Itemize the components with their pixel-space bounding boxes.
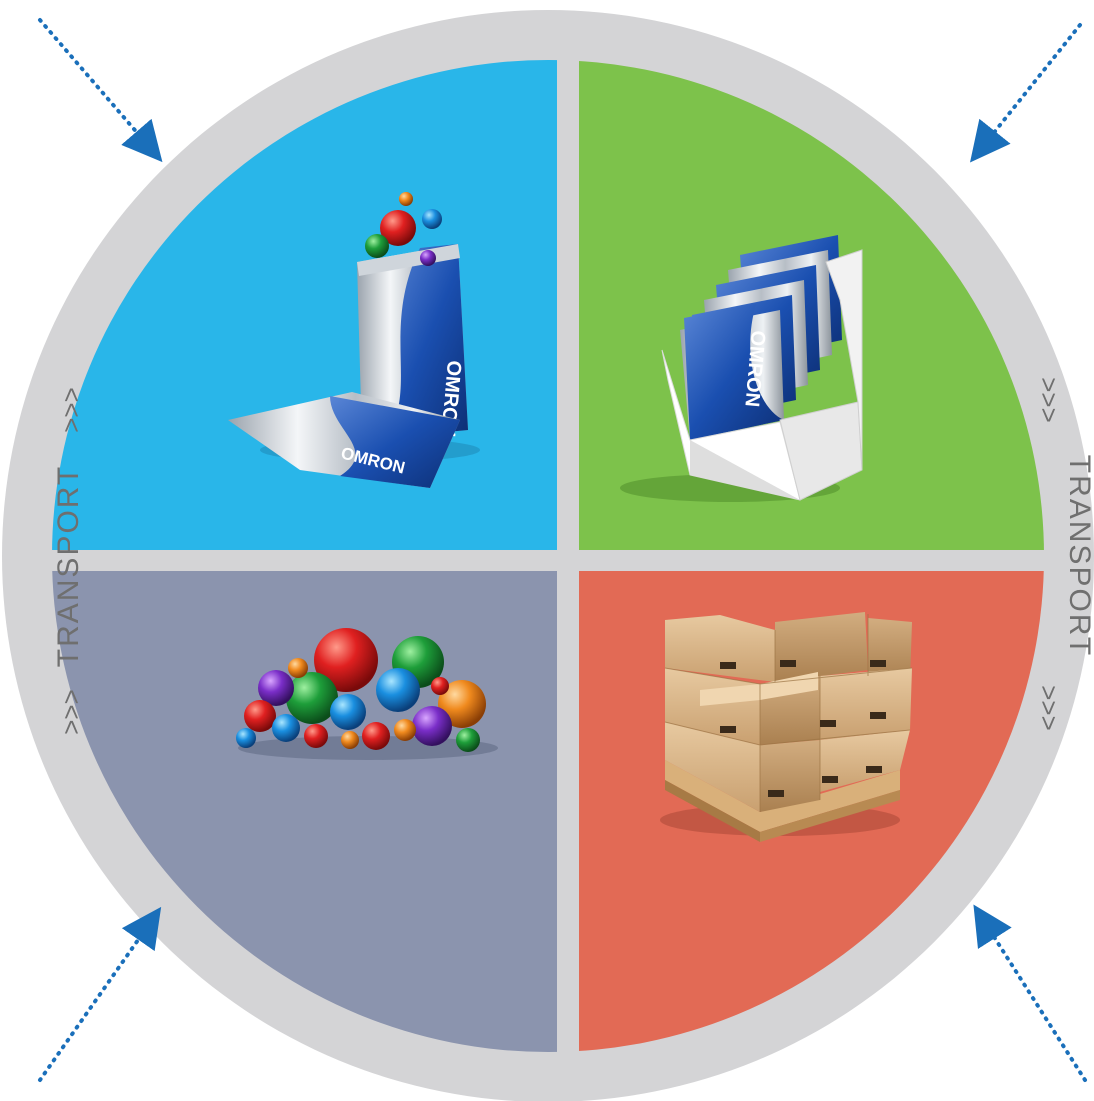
left-upper-chevrons: >>>	[56, 387, 86, 433]
right-transport-label: TRANSPORT	[1063, 455, 1094, 657]
display-box-illustration: OMRON	[620, 235, 863, 502]
right-lower-chevrons: >>>	[1034, 685, 1064, 731]
orange-ball	[399, 192, 413, 206]
red-ball	[380, 210, 416, 246]
purple-ball	[420, 250, 436, 266]
right-upper-chevrons: >>>	[1034, 377, 1064, 423]
bottom-left-arrow-icon	[38, 906, 162, 1082]
top-left-arrow-icon	[38, 18, 163, 163]
top-right-arrow-icon	[970, 23, 1082, 163]
left-transport-label: TRANSPORT	[52, 465, 85, 667]
left-lower-chevrons: >>>	[56, 689, 86, 735]
pallet	[665, 760, 900, 832]
ball-pile-illustration	[236, 628, 498, 760]
boxed-pouches: OMRON	[680, 235, 842, 440]
pallet-boxes-illustration	[660, 612, 913, 842]
pouch-packages-illustration: OMRON OMRON	[228, 192, 480, 488]
box-handling-symbols	[720, 660, 886, 797]
blue-ball	[422, 209, 442, 229]
bottom-right-arrow-icon	[973, 904, 1087, 1082]
green-ball	[365, 234, 389, 258]
